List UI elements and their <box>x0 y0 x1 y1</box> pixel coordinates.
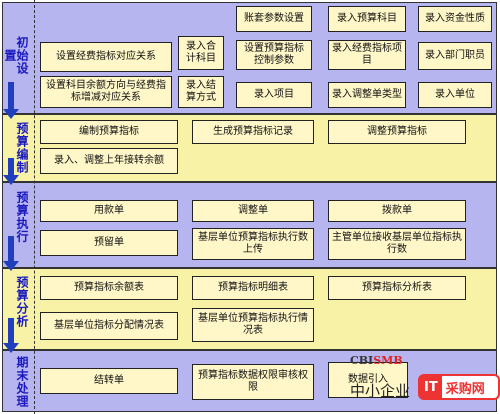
box-set-budget-control[interactable]: 设置预算指标控制参数 <box>236 40 312 70</box>
box-enter-acct-subject[interactable]: 录入合计科目 <box>178 36 224 70</box>
box-enter-unit[interactable]: 录入单位 <box>418 82 492 108</box>
box-enter-fund-item[interactable]: 录入经费指标项目 <box>328 40 406 70</box>
box-data-permission[interactable]: 预算指标数据权限审核权限 <box>192 364 314 400</box>
box-adjust-form[interactable]: 调整单 <box>192 200 314 222</box>
stage-label-closing: 期末处理 <box>15 356 29 408</box>
box-enter-settle-method[interactable]: 录入结算方式 <box>178 76 224 108</box>
watermark-purchase: 采购网 <box>445 381 485 397</box>
box-use-form[interactable]: 用款单 <box>40 200 178 222</box>
box-execution-table[interactable]: 基层单位预算指标执行情况表 <box>192 308 314 342</box>
box-enter-project[interactable]: 录入项目 <box>236 82 312 108</box>
flow-arrow-4 <box>3 318 19 353</box>
box-grassroots-upload[interactable]: 基层单位预算指标执行数上传 <box>192 228 314 260</box>
box-balance-table[interactable]: 预算指标余额表 <box>40 276 178 300</box>
box-detail-table[interactable]: 预算指标明细表 <box>192 276 314 300</box>
box-enter-dept-staff[interactable]: 录入部门职员 <box>418 42 492 70</box>
box-allocate-form[interactable]: 拨款单 <box>328 200 466 222</box>
box-enter-fund-nature[interactable]: 录入资金性质 <box>418 6 492 32</box>
watermark-cbi: CBISMB <box>350 354 403 367</box>
box-analysis-table[interactable]: 预算指标分析表 <box>328 276 466 300</box>
watermark-badge: IT 采购网 <box>418 374 500 400</box>
watermark-it: IT <box>420 376 442 398</box>
box-account-params[interactable]: 账套参数设置 <box>236 6 312 32</box>
box-reserve-form[interactable]: 预留单 <box>40 230 178 256</box>
box-enter-adjust-type[interactable]: 录入调整单类型 <box>328 82 406 108</box>
box-enter-prior-balance[interactable]: 录入、调整上年接转余额 <box>40 148 178 174</box>
stage-label-init: 初始设置 <box>3 35 29 75</box>
box-set-fund-indicator[interactable]: 设置经费指标对应关系 <box>40 42 172 72</box>
box-adjust-budget[interactable]: 调整预算指标 <box>328 120 466 144</box>
box-transfer-form[interactable]: 结转单 <box>40 368 178 394</box>
flow-arrow-3 <box>3 236 19 271</box>
box-distribution-table[interactable]: 基层单位指标分配情况表 <box>40 312 178 340</box>
flow-arrow-1 <box>3 82 19 119</box>
flow-arrow-2 <box>3 158 19 185</box>
box-generate-record[interactable]: 生成预算指标记录 <box>192 120 314 144</box>
stage-label-analyze: 预算分析 <box>15 276 29 328</box>
box-compile-budget[interactable]: 编制预算指标 <box>40 120 178 144</box>
box-set-subject-balance[interactable]: 设置科目余额方向与经费指标增减对应关系 <box>40 76 172 108</box>
watermark-cn: 中小企业 <box>350 382 411 400</box>
stage-label-execute: 预算执行 <box>15 191 29 243</box>
box-data-import[interactable]: 数据引入 <box>328 362 408 398</box>
stage-label-compile: 预算编制 <box>15 122 29 174</box>
stage-divider <box>34 0 35 414</box>
box-supervisor-receive[interactable]: 主管单位接收基层单位指标执行数 <box>328 228 466 260</box>
watermark: CBISMB 中小企业 IT 采购网 <box>344 350 500 414</box>
box-enter-budget-subject[interactable]: 录入预算科目 <box>328 6 406 32</box>
